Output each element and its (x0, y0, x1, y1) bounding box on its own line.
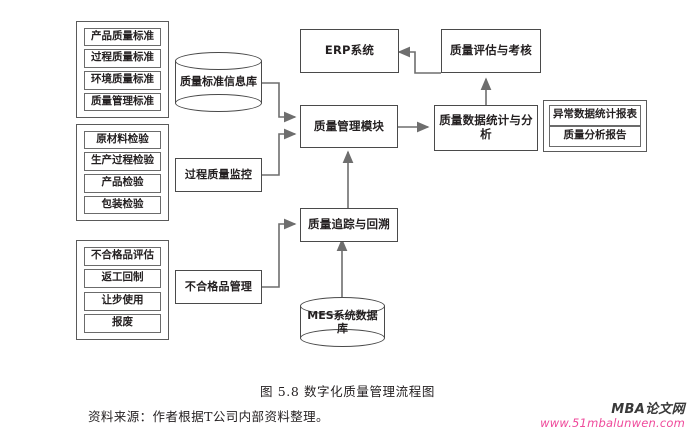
node-mes-db-label: MES系统数据库 (307, 308, 378, 335)
figure-source: 资料来源：作者根据T公司内部资料整理。 (88, 409, 329, 424)
node-quality-traceability[interactable]: 质量追踪与回溯 (300, 208, 398, 242)
group-inspection-item-3[interactable]: 包装检验 (84, 195, 161, 215)
watermark-title: MBA论文网 (611, 402, 685, 417)
edge-standard-db-to-module (262, 82, 297, 123)
group-inspection-item-2[interactable]: 产品检验 (84, 174, 161, 193)
node-standard-info-db[interactable]: 质量标准信息库 (175, 52, 262, 112)
group-standards: 产品质量标准 过程质量标准 环境质量标准 质量管理标准 (76, 21, 169, 118)
group-inspection: 原材料检验 生产过程检验 产品检验 包装检验 (76, 124, 169, 221)
group-reports-item-1[interactable]: 质量分析报告 (549, 126, 641, 147)
group-nonconforming-item-3[interactable]: 报废 (84, 314, 161, 334)
figure-caption: 图 5.8 数字化质量管理流程图 (260, 384, 435, 399)
node-quality-assessment[interactable]: 质量评估与考核 (441, 29, 541, 73)
group-nonconforming-item-2[interactable]: 让步使用 (84, 291, 161, 311)
node-mes-db[interactable]: MES系统数据库 (300, 297, 385, 347)
node-standard-info-db-label: 质量标准信息库 (180, 75, 257, 89)
group-standards-item-1[interactable]: 过程质量标准 (84, 49, 161, 68)
group-standards-item-0[interactable]: 产品质量标准 (84, 27, 161, 47)
watermark-url: www.51mbalunwen.com (540, 416, 685, 430)
cylinder-top (300, 297, 385, 315)
edge-nonconforming-to-traceability (262, 218, 297, 288)
cylinder-bottom (300, 329, 385, 347)
group-standards-item-3[interactable]: 质量管理标准 (84, 92, 161, 112)
group-inspection-item-0[interactable]: 原材料检验 (84, 130, 161, 150)
group-nonconforming: 不合格品评估 返工回制 让步使用 报废 (76, 240, 169, 340)
node-process-monitor[interactable]: 过程质量监控 (175, 158, 262, 192)
cylinder-top (175, 52, 262, 70)
cylinder-bottom (175, 94, 262, 112)
group-nonconforming-item-0[interactable]: 不合格品评估 (84, 246, 161, 266)
group-standards-item-2[interactable]: 环境质量标准 (84, 71, 161, 90)
group-reports-item-0[interactable]: 异常数据统计报表 (549, 105, 641, 126)
node-nonconforming-management[interactable]: 不合格品管理 (175, 270, 262, 304)
node-erp-system[interactable]: ERP系统 (300, 29, 399, 73)
group-nonconforming-item-1[interactable]: 返工回制 (84, 269, 161, 289)
edge-process-monitor-to-module (262, 128, 297, 176)
group-inspection-item-1[interactable]: 生产过程检验 (84, 152, 161, 171)
node-quality-statistics[interactable]: 质量数据统计与分析 (434, 105, 538, 151)
node-quality-management-module[interactable]: 质量管理模块 (300, 105, 398, 148)
edge-assessment-to-erp (397, 46, 441, 74)
group-reports: 异常数据统计报表 质量分析报告 (543, 100, 647, 152)
